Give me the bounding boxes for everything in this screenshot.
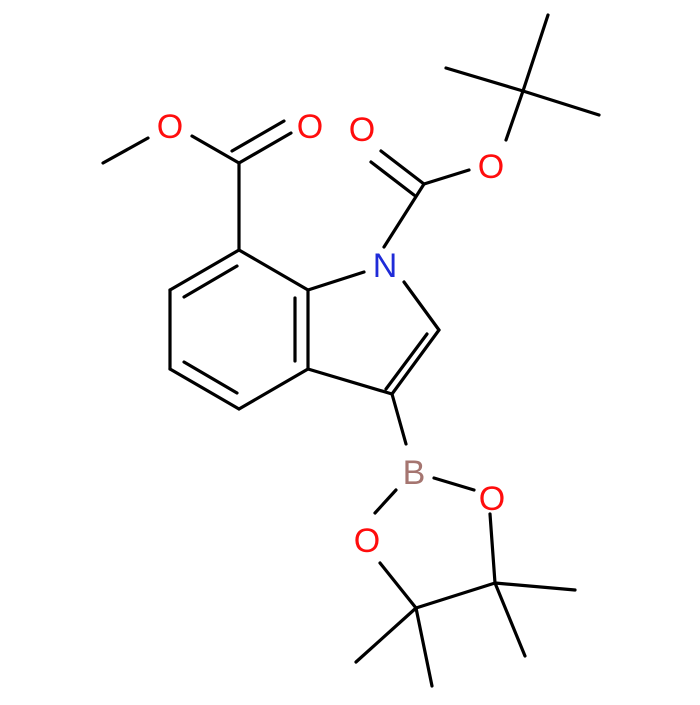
bond-o-left-cq-left xyxy=(378,561,418,610)
atom-o-carbonyl-boc: O xyxy=(349,111,375,149)
bond-cq-right-me-right xyxy=(493,581,577,592)
bond-c5-c4-inner xyxy=(182,360,239,395)
bond-c3-b xyxy=(390,392,408,446)
bond-cq-right-me-down xyxy=(493,581,527,658)
bond-ester-c-o-double-a xyxy=(237,131,293,165)
bond-cq-left-me-down xyxy=(414,606,434,688)
bond-n-c2 xyxy=(402,280,441,332)
bond-ester-c-o-double-b xyxy=(230,119,286,153)
bond-c7-c6 xyxy=(168,248,241,292)
bond-c7-c6-inner xyxy=(182,264,239,299)
bond-methyl-o xyxy=(101,136,150,165)
atom-b-boron: B xyxy=(403,454,426,492)
bond-boc-c-o-double-a xyxy=(379,149,426,186)
bond-c2-c3 xyxy=(390,328,441,396)
bond-b-o-right xyxy=(432,476,476,492)
bond-tbutyl-me-top xyxy=(521,13,550,93)
atom-labels: O O O O N B O O xyxy=(157,108,505,560)
bond-c2-c3-inner xyxy=(384,332,429,391)
bond-c5-c4 xyxy=(168,367,241,411)
bonds xyxy=(101,13,601,688)
bond-boc-c-o-double-b xyxy=(369,160,416,197)
bond-c7a-n xyxy=(306,270,366,292)
bond-c4-c3a xyxy=(237,367,310,411)
bond-b-o-left xyxy=(373,488,398,515)
bond-n-boc-carbon xyxy=(382,182,426,249)
bond-o-carbonyl-carbon xyxy=(190,134,241,165)
atom-o-carbonyl-ester: O xyxy=(297,108,323,146)
atom-o-boc-ether: O xyxy=(478,148,504,186)
bond-boc-c-o-ether xyxy=(422,168,471,186)
atom-o-methoxy: O xyxy=(157,108,183,146)
bond-cq-left-me-left xyxy=(354,606,418,664)
bond-tbutyl-me-right xyxy=(521,89,601,117)
atom-o-boronate-right: O xyxy=(479,480,505,518)
bond-c3-c3a xyxy=(306,367,394,396)
bond-c7a-c7 xyxy=(237,248,310,292)
bond-cq-right-cq-left xyxy=(414,581,497,610)
atom-n-indole: N xyxy=(373,247,398,285)
atom-o-boronate-left: O xyxy=(354,522,380,560)
bond-o-right-cq-right xyxy=(488,512,497,585)
bond-tbutyl-me-left xyxy=(444,66,525,93)
bond-o-tbutyl xyxy=(504,89,525,142)
